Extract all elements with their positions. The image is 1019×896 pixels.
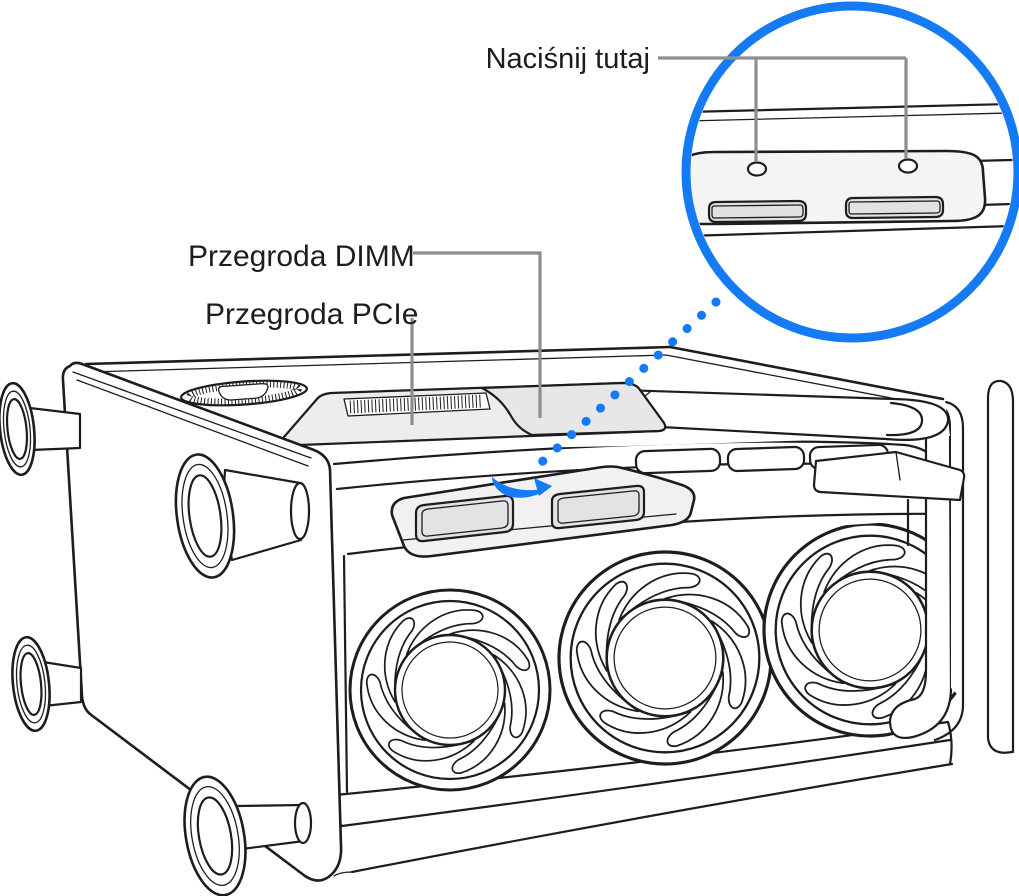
press-point-left bbox=[746, 161, 768, 177]
dimm-door-leader-line bbox=[413, 251, 542, 418]
press-here-leader-lines bbox=[658, 56, 908, 162]
press-arrow-icon bbox=[492, 477, 552, 498]
dimm-door-label: Przegroda DIMM bbox=[188, 240, 415, 273]
fan-left bbox=[350, 590, 550, 790]
frame-step bbox=[812, 450, 966, 547]
access-covers bbox=[282, 381, 667, 447]
foot-bottom-right bbox=[183, 775, 313, 896]
press-here-label: Naciśnij tutaj bbox=[486, 43, 650, 75]
latch-bar bbox=[390, 465, 696, 558]
foot-top-middle bbox=[174, 453, 311, 579]
latch-slot-right bbox=[550, 484, 646, 530]
dotted-leader-line bbox=[526, 297, 721, 477]
latch-detail-slot-left bbox=[707, 199, 808, 224]
fan-middle bbox=[559, 552, 771, 764]
dimm-cover bbox=[480, 381, 667, 437]
latch-slot-left bbox=[414, 494, 515, 543]
pcie-vent bbox=[343, 392, 491, 417]
foot-top-left bbox=[0, 381, 82, 477]
pcie-door-label: Przegroda PCIe bbox=[205, 298, 418, 331]
foot-bottom-left bbox=[11, 635, 83, 733]
latch-detail-slot-right bbox=[844, 195, 945, 220]
detail-callout-circle bbox=[681, 1, 1019, 343]
press-point-right bbox=[897, 158, 919, 174]
latch-detail-view bbox=[691, 102, 1013, 238]
top-oval-vent bbox=[180, 379, 308, 407]
